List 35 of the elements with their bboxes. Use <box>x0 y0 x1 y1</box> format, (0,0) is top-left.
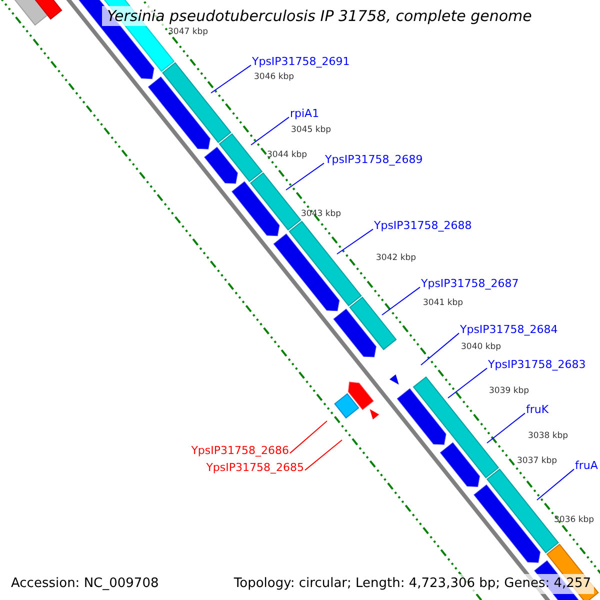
gene-label: YpsIP31758_2686 <box>191 444 289 458</box>
leader-line <box>486 412 526 444</box>
leader-line <box>420 332 460 366</box>
gene-label: rpiA1 <box>290 107 320 120</box>
leader-line <box>250 116 290 146</box>
position-label: 3037 kbp <box>517 456 558 466</box>
leader-line <box>382 286 420 316</box>
gene-label: YpsIP31758_2687 <box>421 277 519 290</box>
gene-label: YpsIP31758_2689 <box>325 153 423 166</box>
position-label: 3041 kbp <box>423 298 464 308</box>
position-label: 3044 kbp <box>267 150 308 160</box>
leader-line <box>290 420 328 454</box>
gene-label: YpsIP31758_2684 <box>460 323 558 336</box>
gene-label: fruA <box>575 459 598 472</box>
leader-line <box>448 368 488 398</box>
gene-label: YpsIP31758_2688 <box>374 219 472 232</box>
gene-label: fruK <box>526 403 549 416</box>
position-label: 3038 kbp <box>528 431 568 442</box>
position-label: 3039 kbp <box>489 386 530 396</box>
gene-label: YpsIP31758_2685 <box>206 461 304 474</box>
leader-line <box>286 162 324 190</box>
leader-line <box>336 228 374 254</box>
position-label: 3040 kbp <box>461 342 502 352</box>
position-label: 3036 kbp <box>554 515 594 526</box>
position-label: 3045 kbp <box>291 125 332 136</box>
info-text: Topology: circular; Length: 4,723,306 bp; Genes: 4,257 <box>230 574 594 594</box>
position-label: 3042 kbp <box>376 253 416 264</box>
leader-line <box>536 468 574 500</box>
gene-label: YpsIP31758_2691 <box>252 55 350 68</box>
leader-line <box>304 440 342 471</box>
position-label: 3046 kbp <box>254 72 294 82</box>
gene-label: YpsIP31758_2683 <box>488 358 586 372</box>
leader-line <box>210 64 252 94</box>
position-label: 3043 kbp <box>301 209 342 220</box>
position-label: 3047 kbp <box>168 27 208 38</box>
